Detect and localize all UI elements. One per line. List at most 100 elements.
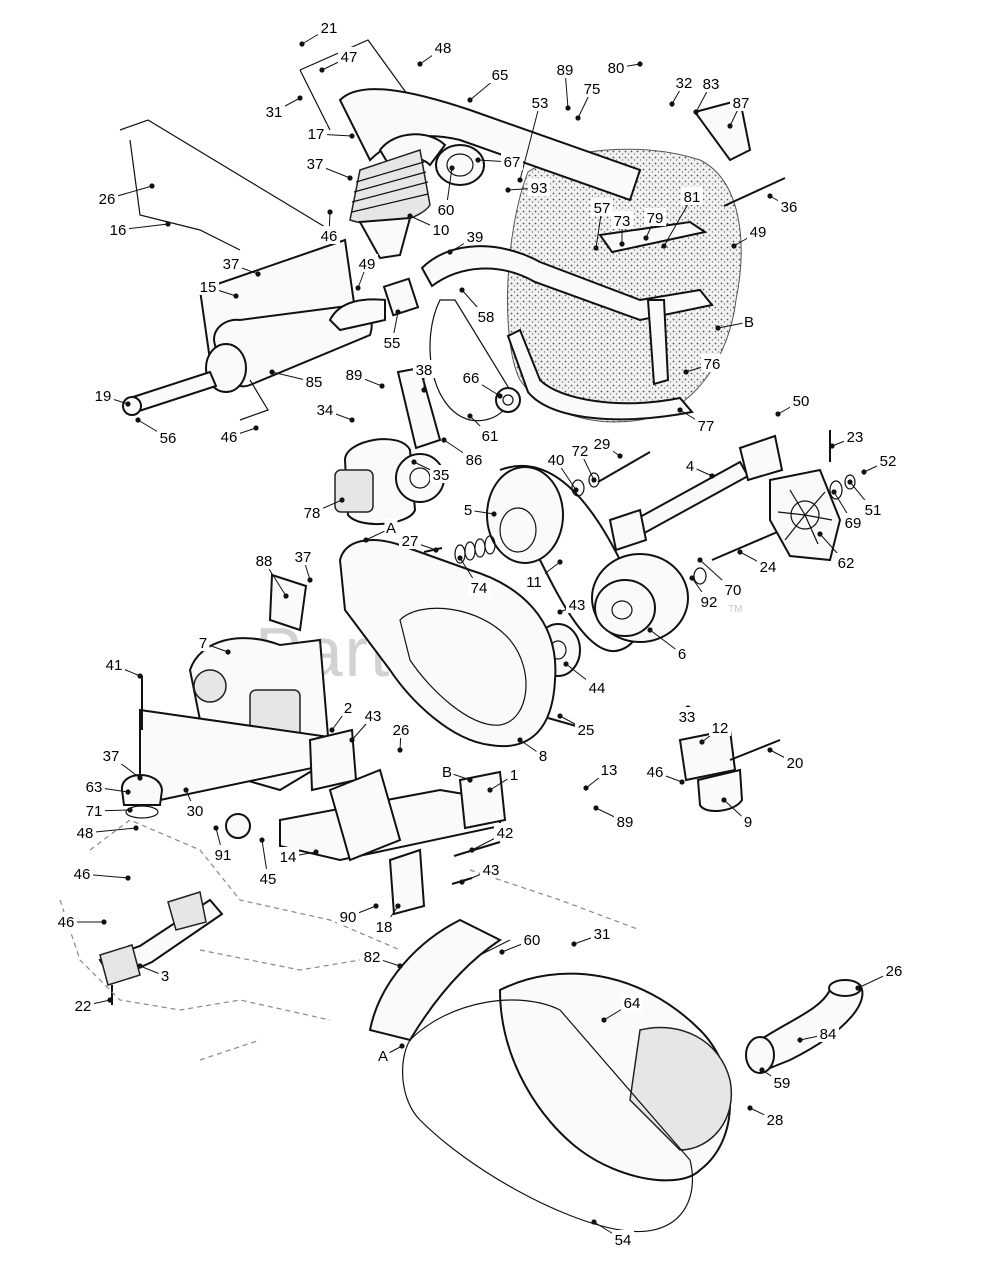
callout-label: 9 [744, 814, 752, 831]
callout-label: 7 [199, 635, 207, 652]
leader-dot [647, 627, 653, 633]
part-callout-26: 26 [855, 961, 905, 991]
callout-label: 93 [531, 180, 548, 197]
leader-dot [557, 609, 563, 615]
leader-dot [125, 789, 131, 795]
part-callout-4: 4 [683, 456, 715, 479]
bolt-27 [423, 547, 443, 553]
leader-dot [797, 1037, 803, 1043]
leader-dot [583, 785, 589, 791]
callout-bg [314, 400, 336, 418]
leader-dot [233, 293, 239, 299]
callout-label: 83 [703, 76, 720, 93]
leader-dot [617, 453, 623, 459]
part-callout-71: 71 [83, 801, 133, 820]
callout-bg [698, 592, 720, 610]
leader-dot [259, 837, 265, 843]
callout-bg [184, 801, 206, 819]
callout-bg [877, 451, 899, 469]
callout-bg [701, 354, 723, 372]
leader-dot [861, 469, 867, 475]
callout-label: 28 [767, 1112, 784, 1129]
callout-bg [586, 678, 608, 696]
leader-dot [137, 673, 143, 679]
callout-label: 43 [569, 597, 586, 614]
callout-bg [598, 760, 620, 778]
exhaust-pipe-upper [598, 220, 708, 254]
callout-label: 18 [376, 919, 393, 936]
callout-bg [475, 307, 497, 325]
callout-label: 76 [704, 356, 721, 373]
leader-dot [679, 779, 685, 785]
callout-bg [614, 812, 636, 830]
callout-label: 51 [865, 502, 882, 519]
part-callout-6: 6 [647, 627, 689, 663]
callout-bg [644, 762, 666, 780]
callout-label: 25 [578, 722, 595, 739]
callout-bg [253, 551, 275, 569]
part-callout-82: 82 [361, 947, 403, 969]
leader-dot [299, 41, 305, 47]
part-callout-79: 79 [643, 208, 666, 241]
fan-blades [777, 489, 833, 545]
leader-line [519, 102, 541, 181]
callout-bg [757, 557, 779, 575]
fan-hub [790, 500, 820, 530]
callout-bg [83, 801, 105, 819]
leader-dot [373, 903, 379, 909]
part-callout-15: 15 [197, 277, 239, 299]
callout-label: 15 [200, 279, 217, 296]
leader-dot [487, 787, 493, 793]
callout-bg [71, 864, 93, 882]
part-callout-89: 89 [343, 365, 385, 389]
part-callout-17: 17 [305, 124, 355, 143]
part-callout-11: 11 [523, 559, 563, 591]
callout-bg [390, 720, 412, 738]
callout-bg [673, 73, 695, 91]
leader-dot [517, 737, 523, 743]
leader-dot [149, 183, 155, 189]
part-callout-74: 74 [457, 555, 490, 597]
callout-bg [292, 547, 314, 565]
part-callout-78: 78 [301, 497, 345, 522]
engine-mount-63 [120, 774, 164, 806]
leader-dot [355, 285, 361, 291]
part-callout-67: 67 [475, 152, 523, 171]
part-callout-1: 1 [487, 765, 521, 793]
tailpipe-19 [128, 370, 218, 414]
callout-bg [381, 333, 403, 351]
leader-dot [165, 221, 171, 227]
bracket-88 [268, 573, 308, 632]
part-callout-2: 2 [329, 698, 355, 733]
part-callout-48: 48 [417, 38, 454, 67]
callout-bg [569, 441, 591, 459]
part-callout-92: 92 [689, 575, 720, 611]
part-callout-55: 55 [381, 309, 403, 352]
leader-dot [399, 1043, 405, 1049]
leader-dot [571, 941, 577, 947]
part-callout-31: 31 [571, 924, 613, 947]
washer-72 [588, 472, 600, 488]
leader-line [663, 196, 693, 247]
callout-label: 16 [110, 222, 127, 239]
part-callout-62: 62 [817, 531, 857, 572]
roller-91 [225, 813, 251, 839]
leader-dot [457, 555, 463, 561]
leader-dot [731, 243, 737, 249]
part-callout-37: 37 [220, 254, 261, 277]
callout-label: 53 [532, 95, 549, 112]
intake-clamp-60 [435, 144, 485, 186]
part-callout-91: 91 [212, 825, 234, 864]
callout-bg [356, 254, 378, 272]
leader-dot [379, 383, 385, 389]
leader-dot [225, 649, 231, 655]
part-callout-87: 87 [727, 93, 752, 129]
leader-dot [447, 249, 453, 255]
leader-dot [855, 985, 861, 991]
leader-dot [591, 1219, 597, 1225]
callout-label: 77 [698, 418, 715, 435]
part-callout-43: 43 [557, 595, 588, 615]
callout-bg [494, 823, 516, 841]
bolt-29 [597, 451, 651, 483]
